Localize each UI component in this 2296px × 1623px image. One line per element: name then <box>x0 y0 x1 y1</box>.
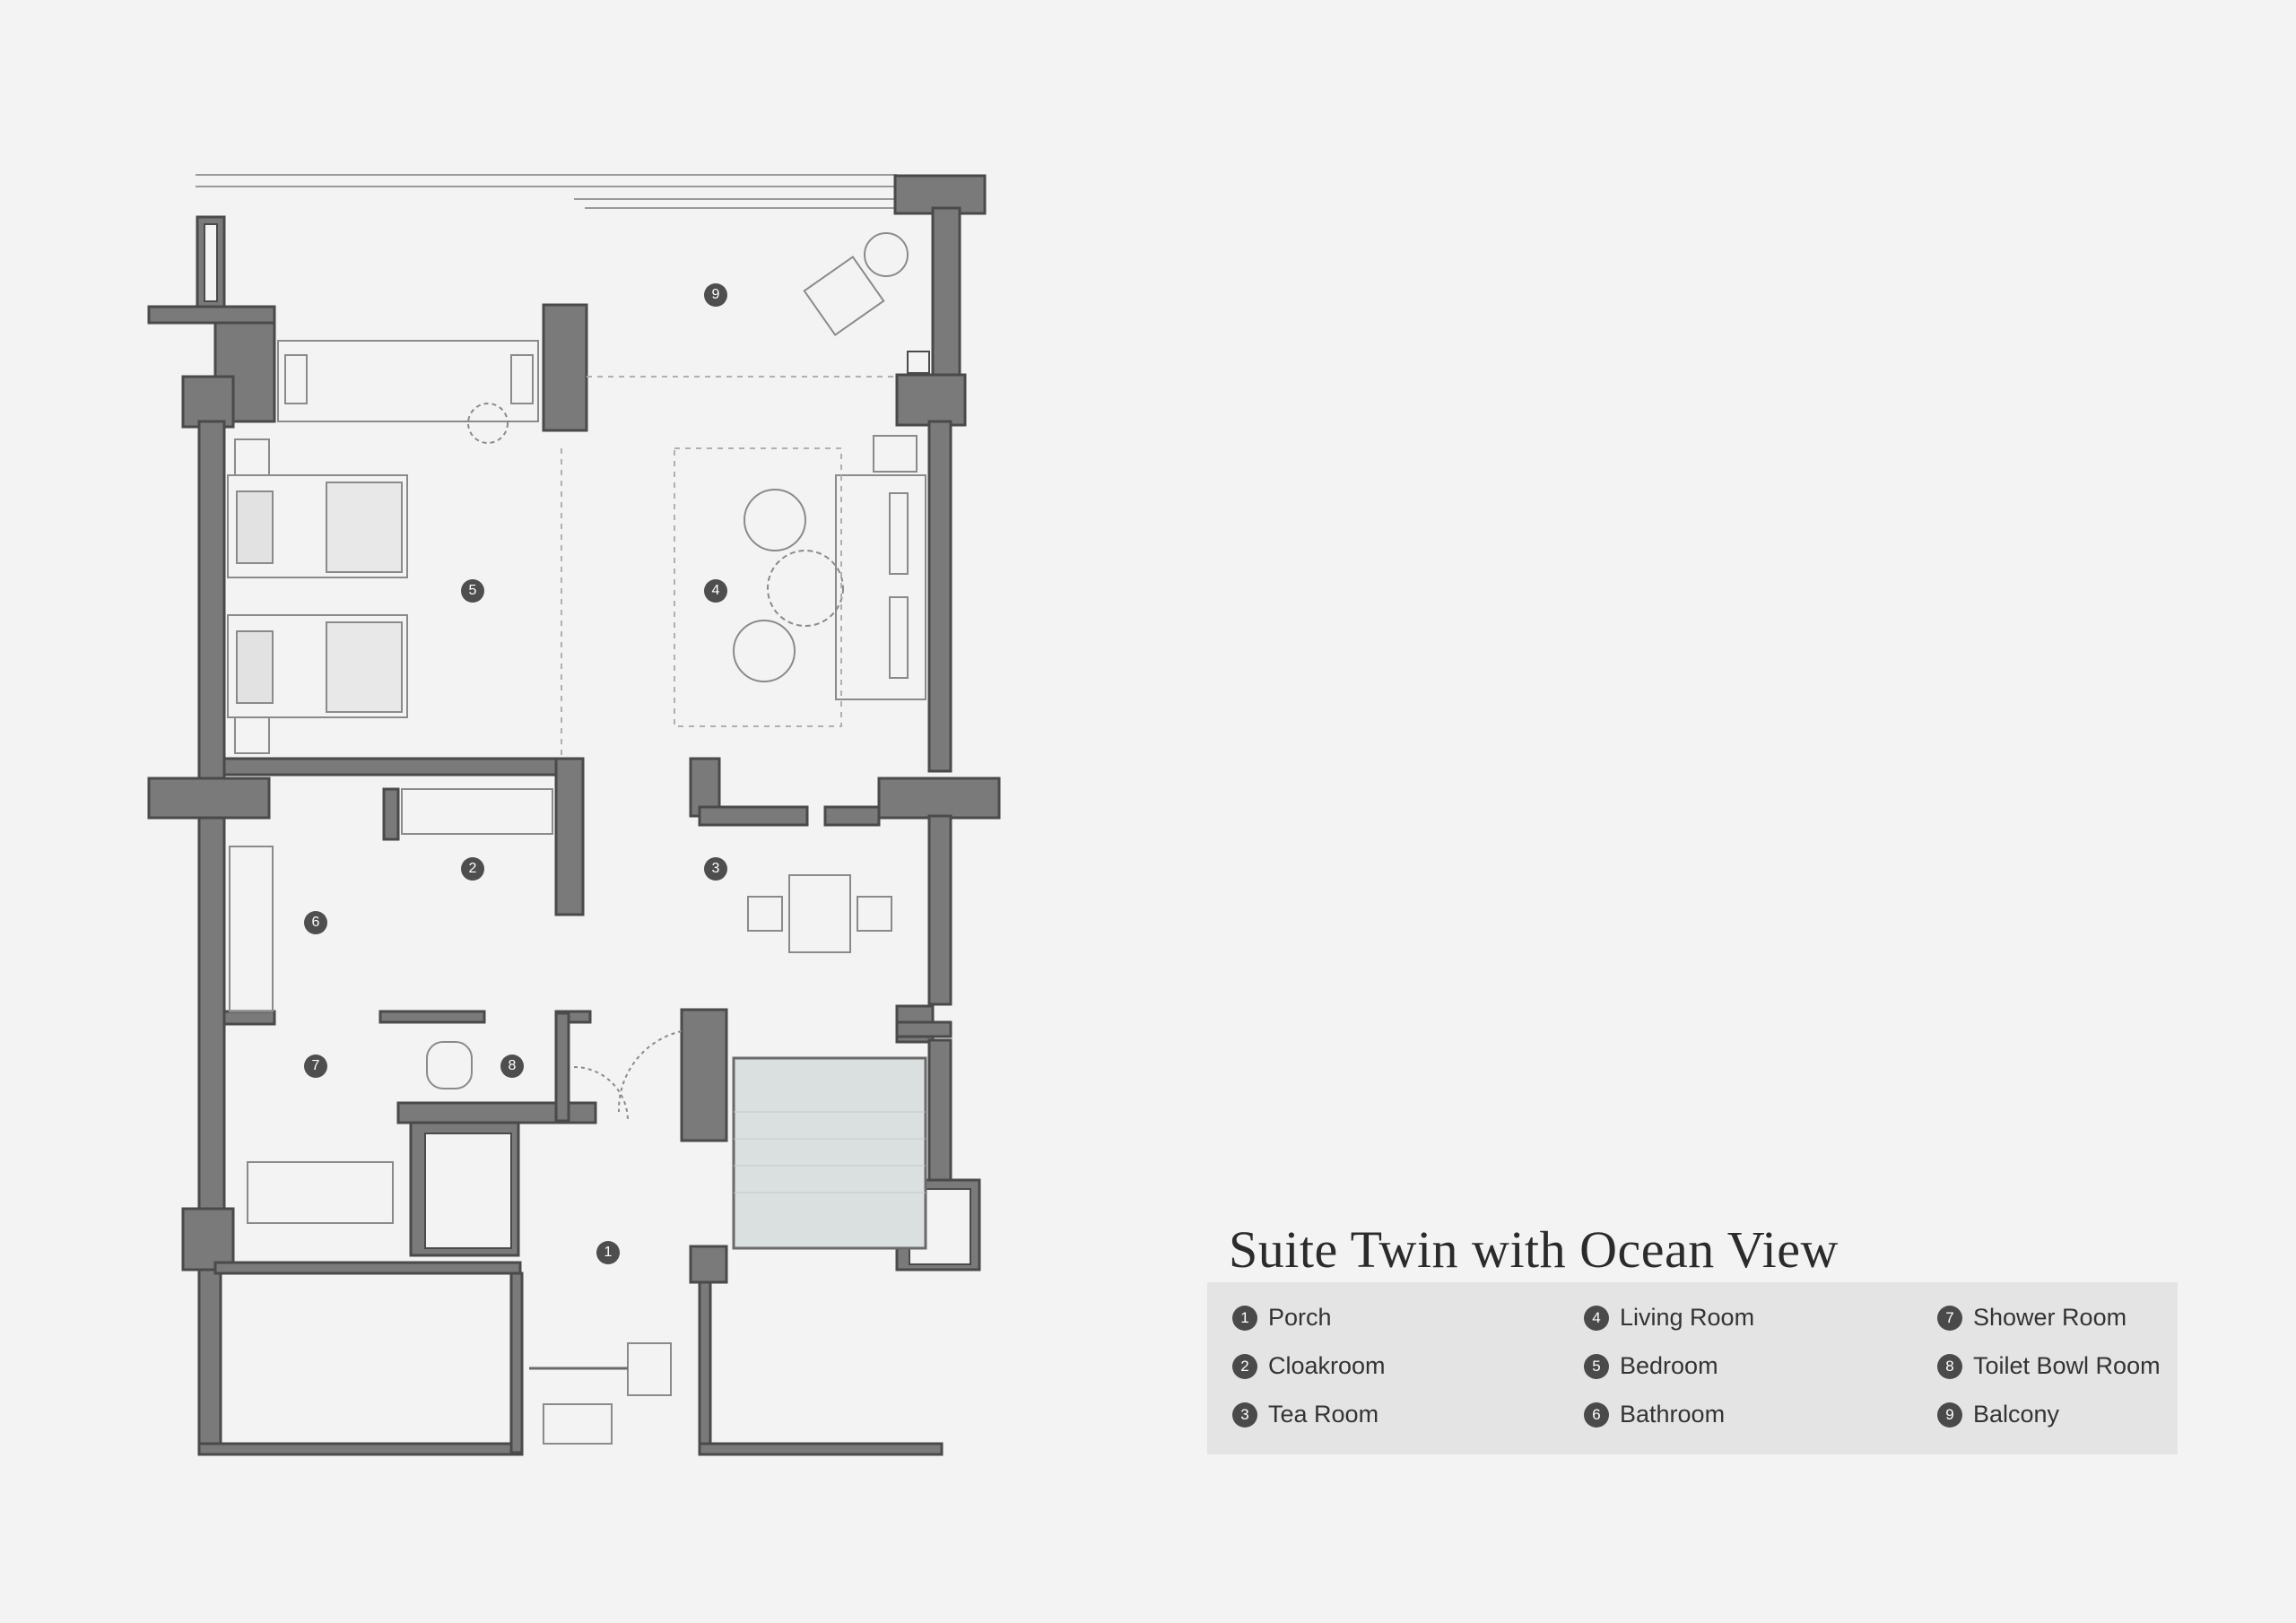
legend-item: 7 Shower Room <box>1937 1304 2126 1332</box>
legend-item: 6 Bathroom <box>1584 1401 1725 1428</box>
legend-item: 4 Living Room <box>1584 1304 1754 1332</box>
legend-item: 2 Cloakroom <box>1232 1352 1386 1380</box>
legend-label: Bedroom <box>1620 1352 1718 1379</box>
legend-number: 8 <box>1937 1353 1962 1379</box>
legend-number: 4 <box>1584 1305 1609 1331</box>
room-marker-1: 1 <box>596 1241 620 1264</box>
legend-label: Shower Room <box>1973 1304 2127 1331</box>
room-marker-2: 2 <box>461 857 484 881</box>
legend-number: 1 <box>1232 1305 1257 1331</box>
legend-item: 3 Tea Room <box>1232 1401 1378 1428</box>
legend-item: 9 Balcony <box>1937 1401 2059 1428</box>
legend-item: 5 Bedroom <box>1584 1352 1718 1380</box>
legend-number: 6 <box>1584 1402 1609 1428</box>
room-marker-4: 4 <box>704 579 727 603</box>
legend-label: Living Room <box>1620 1304 1755 1331</box>
legend-number: 9 <box>1937 1402 1962 1428</box>
legend-label: Toilet Bowl Room <box>1973 1352 2161 1379</box>
legend-label: Bathroom <box>1620 1401 1726 1428</box>
walls <box>147 174 1001 1456</box>
legend-label: Cloakroom <box>1268 1352 1386 1379</box>
legend-item: 8 Toilet Bowl Room <box>1937 1352 2161 1380</box>
legend-number: 5 <box>1584 1353 1609 1379</box>
legend-label: Tea Room <box>1268 1401 1379 1428</box>
legend-item: 1 Porch <box>1232 1304 1332 1332</box>
room-marker-8: 8 <box>500 1055 524 1078</box>
legend-number: 7 <box>1937 1305 1962 1331</box>
legend-number: 2 <box>1232 1353 1257 1379</box>
legend-label: Balcony <box>1973 1401 2060 1428</box>
legend-number: 3 <box>1232 1402 1257 1428</box>
room-marker-3: 3 <box>704 857 727 881</box>
room-marker-7: 7 <box>304 1055 327 1078</box>
room-marker-5: 5 <box>461 579 484 603</box>
plan-title: Suite Twin with Ocean View <box>1229 1220 1839 1279</box>
room-marker-9: 9 <box>704 283 727 307</box>
room-legend: 1 Porch 2 Cloakroom 3 Tea Room 4 Living … <box>1207 1282 2178 1454</box>
room-marker-6: 6 <box>304 911 327 934</box>
legend-label: Porch <box>1268 1304 1332 1331</box>
